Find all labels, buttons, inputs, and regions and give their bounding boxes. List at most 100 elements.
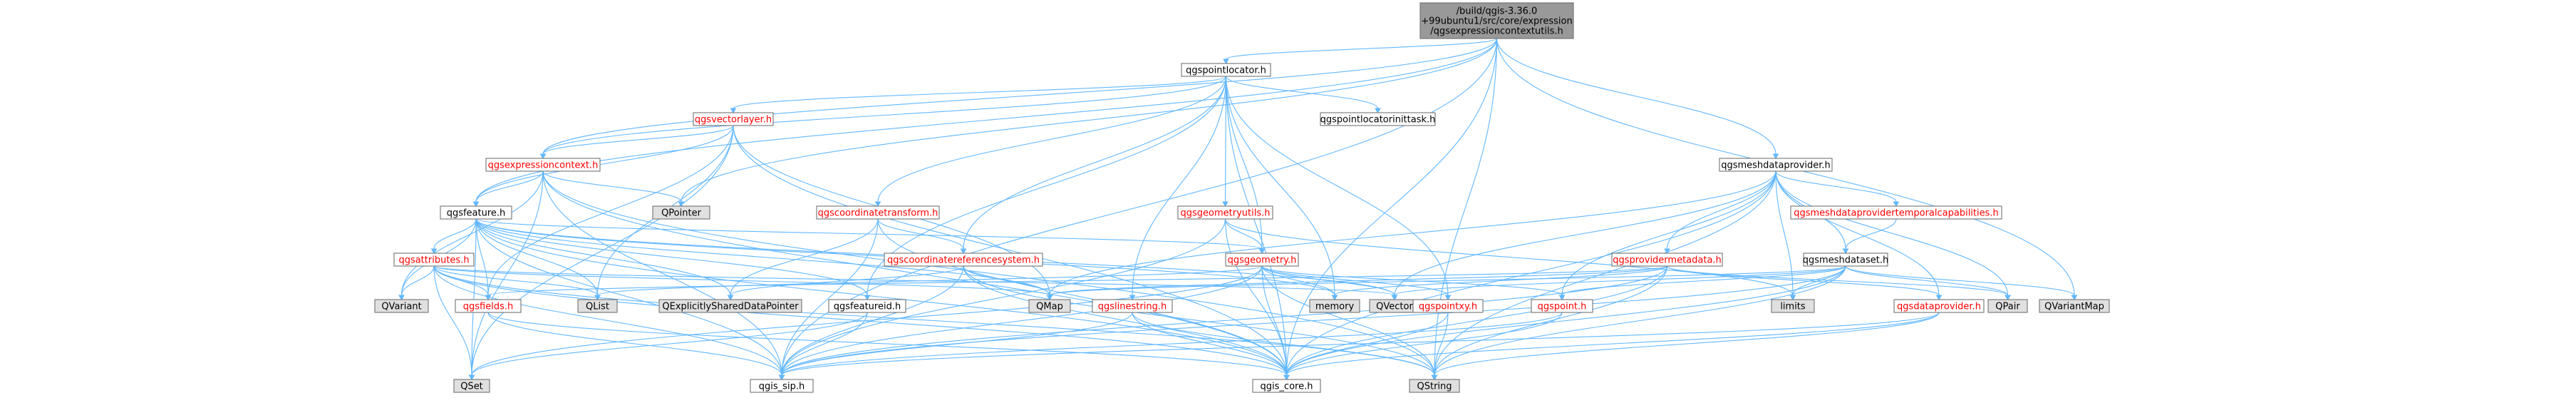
node-memory[interactable]: memory: [1309, 299, 1360, 313]
node-box: [1092, 299, 1173, 313]
edge-qgsdataprovider-to-qgis_core: [1283, 312, 1940, 380]
node-box: [577, 299, 618, 313]
edge-qgsprovidermetadata-to-qgsdataprovider: [1666, 265, 1943, 300]
node-label: limits: [1780, 302, 1806, 312]
node-qset[interactable]: QSet: [453, 379, 490, 393]
node-box: [485, 158, 601, 172]
node-qgscoordinatetransform[interactable]: qgscoordinatetransform.h: [816, 205, 940, 220]
edge-qgsattributes-to-qgis_sip: [433, 265, 785, 380]
node-label: QSet: [460, 382, 483, 392]
node-box: [453, 379, 490, 393]
node-qlist[interactable]: QList: [577, 299, 618, 313]
node-label: qgsmeshdataset.h: [1803, 255, 1888, 266]
node-box: [658, 299, 802, 313]
edge-qgsattributes-to-qvariant: [398, 265, 435, 300]
node-qvariant[interactable]: QVariant: [374, 299, 429, 313]
edge-qgsexpressioncontext-to-qgis_sip: [542, 170, 785, 380]
node-qgsexpressioncontext[interactable]: qgsexpressioncontext.h: [485, 158, 601, 172]
node-qgspointlocatorinittask[interactable]: qgspointlocatorinittask.h: [1320, 112, 1436, 126]
node-qgscoordinatereferencesystem[interactable]: qgscoordinatereferencesystem.h: [884, 253, 1043, 267]
node-limits[interactable]: limits: [1771, 299, 1815, 313]
node-qgsgeometry[interactable]: qgsgeometry.h: [1225, 253, 1299, 267]
edge-qgsexpressioncontext-to-qvariant: [398, 170, 544, 300]
edge-qgspointlocator-to-qgsvectorlayer: [730, 76, 1227, 113]
edge-qgspoint-to-qgis_core: [1283, 312, 1563, 380]
node-qgis_core[interactable]: qgis_core.h: [1252, 379, 1321, 393]
node-qgspointlocator[interactable]: qgspointlocator.h: [1181, 63, 1271, 77]
node-qgsvectorlayer[interactable]: qgsvectorlayer.h: [693, 112, 774, 126]
node-box: [440, 205, 512, 220]
node-qgsattributes[interactable]: qgsattributes.h: [393, 253, 475, 267]
node-label: qgsdataprovider.h: [1897, 302, 1981, 312]
node-qvariantmap[interactable]: QVariantMap: [2039, 299, 2110, 313]
node-box: [1771, 299, 1815, 313]
node-qgsprovidermetadata[interactable]: qgsprovidermetadata.h: [1611, 253, 1723, 267]
node-label: qgslinestring.h: [1098, 302, 1167, 312]
node-qmap[interactable]: QMap: [1028, 299, 1071, 313]
nodes-layer: /build/qgis-3.36.0+99ubuntu1/src/core/ex…: [374, 2, 2110, 393]
node-box: [455, 299, 522, 313]
node-box: [1412, 299, 1484, 313]
node-label: /build/qgis-3.36.0: [1457, 6, 1538, 17]
node-box: [1611, 253, 1723, 267]
node-label: qgis_sip.h: [759, 382, 805, 392]
edges-layer: [398, 38, 2078, 380]
edge-qgsexpressioncontext-to-qpointer: [542, 170, 685, 207]
edge-qgslinestring-to-qgis_sip: [778, 312, 1133, 380]
node-box: [884, 253, 1043, 267]
node-label: qgscoordinatetransform.h: [818, 208, 938, 219]
edge-qgspointlocator-to-qgsgeometryutils: [1222, 76, 1228, 207]
node-box: [1987, 299, 2028, 313]
node-qgsmeshdataprovider[interactable]: qgsmeshdataprovider.h: [1719, 158, 1833, 172]
edge-qgsmeshdataprovider-to-qgsmeshdataprovidertemporalcapabilities: [1775, 170, 1900, 207]
node-label: qgsfeatureid.h: [834, 302, 901, 312]
edge-qgspointlocator-to-qgscoordinatereferencesystem: [960, 76, 1227, 254]
node-qgsmeshdataset[interactable]: qgsmeshdataset.h: [1803, 253, 1888, 267]
node-label: QPair: [1995, 302, 2020, 312]
node-qgsfields[interactable]: qgsfields.h: [455, 299, 522, 313]
node-label: qgsfields.h: [463, 302, 513, 312]
node-qgsgeometryutils[interactable]: qgsgeometryutils.h: [1177, 205, 1273, 220]
node-qpointer[interactable]: QPointer: [652, 205, 710, 220]
edge-qgsdataprovider-to-qstring: [1431, 312, 1940, 380]
node-label: qgspointxy.h: [1419, 302, 1477, 312]
node-qgsfeature[interactable]: qgsfeature.h: [440, 205, 512, 220]
node-qgslinestring[interactable]: qgslinestring.h: [1092, 299, 1173, 313]
node-label: qgsvectorlayer.h: [695, 115, 772, 126]
node-qpair[interactable]: QPair: [1987, 299, 2028, 313]
edge-qgsgeometry-to-qlist: [594, 265, 1263, 300]
node-box: [393, 253, 475, 267]
edge-qgsattributes-to-qlist: [433, 265, 601, 300]
edge-qgsfeatureid-to-qgis_sip: [778, 312, 868, 380]
node-label: qgsmeshdataprovider.h: [1721, 160, 1831, 171]
node-label: qgsgeometry.h: [1228, 255, 1297, 266]
node-box: [1252, 379, 1321, 393]
edge-qgsfeature-to-qgsfeatureid: [475, 218, 871, 300]
edge-qgsprovidermetadata-to-memory: [1331, 265, 1668, 300]
node-qstring[interactable]: QString: [1409, 379, 1460, 393]
node-box: [1177, 205, 1273, 220]
node-box: [1790, 205, 2002, 220]
node-qgspoint[interactable]: qgspoint.h: [1531, 299, 1593, 313]
node-qgspointxy[interactable]: qgspointxy.h: [1412, 299, 1484, 313]
node-label: QVector: [1376, 302, 1413, 312]
edge-qgsmeshdataset-to-qpair: [1845, 265, 2011, 300]
node-qgsfeatureid[interactable]: qgsfeatureid.h: [828, 299, 906, 313]
edge-qgsexpressioncontext-to-qgsfeature: [472, 170, 544, 207]
node-box: [1028, 299, 1071, 313]
node-label: qgis_core.h: [1261, 382, 1313, 392]
node-label: QVariantMap: [2044, 302, 2104, 312]
node-qexplicitlyshareddatapointer[interactable]: QExplicitlySharedDataPointer: [658, 299, 802, 313]
node-root[interactable]: /build/qgis-3.36.0+99ubuntu1/src/core/ex…: [1419, 2, 1574, 39]
edge-qgscoordinatetransform-to-qgscoordinatereferencesystem: [877, 218, 967, 254]
node-box: [816, 205, 940, 220]
node-qgsmeshdataprovidertemporalcapabilities[interactable]: qgsmeshdataprovidertemporalcapabilities.…: [1790, 205, 2002, 220]
edge-root-to-qgsmeshdataprovider: [1496, 38, 1779, 159]
node-qgis_sip[interactable]: qgis_sip.h: [750, 379, 814, 393]
node-qgsdataprovider[interactable]: qgsdataprovider.h: [1893, 299, 1985, 313]
edge-root-to-qgspointlocator: [1223, 38, 1498, 64]
node-qvector[interactable]: QVector: [1369, 299, 1420, 313]
node-label: /qgsexpressioncontextutils.h: [1430, 26, 1563, 37]
node-box: [1531, 299, 1593, 313]
